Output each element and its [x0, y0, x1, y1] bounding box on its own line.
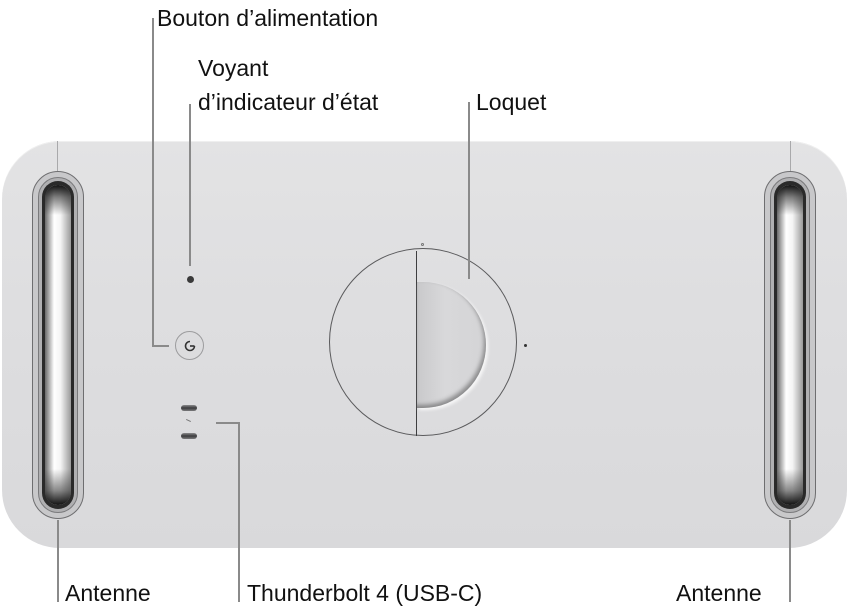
- thunderbolt-port-2: [181, 433, 197, 439]
- label-thunderbolt: Thunderbolt 4 (USB-C): [247, 580, 483, 606]
- callout-power-horizontal: [152, 345, 169, 347]
- label-status-light-line1: Voyant: [198, 55, 269, 81]
- label-antenna-left: Antenne: [65, 580, 151, 606]
- handle-bar: [777, 185, 803, 505]
- unlock-indicator-icon: [421, 243, 424, 246]
- callout-status: [189, 104, 191, 266]
- lock-indicator-icon: [524, 344, 527, 347]
- handle-bar: [45, 185, 71, 505]
- latch-divider: [416, 251, 417, 436]
- label-power-button: Bouton d’alimentation: [157, 5, 379, 31]
- left-handle: [32, 171, 84, 519]
- label-status-light-line2: d’indicateur d’état: [198, 89, 379, 115]
- thunderbolt-port-1: [181, 405, 197, 411]
- callout-antenna-left: [57, 520, 59, 602]
- power-button[interactable]: [175, 331, 204, 360]
- callout-antenna-right: [789, 520, 791, 602]
- right-seam: [790, 141, 791, 173]
- latch-ring: [329, 248, 517, 436]
- callout-thunderbolt-horizontal: [216, 422, 240, 424]
- label-antenna-right: Antenne: [676, 580, 762, 606]
- callout-thunderbolt-vertical: [238, 422, 240, 602]
- status-led-dot: [187, 276, 194, 283]
- power-icon: [184, 340, 195, 351]
- callout-power-vertical: [152, 18, 154, 347]
- right-handle: [764, 171, 816, 519]
- left-seam: [57, 141, 58, 173]
- label-latch: Loquet: [476, 89, 547, 115]
- callout-latch: [468, 102, 470, 279]
